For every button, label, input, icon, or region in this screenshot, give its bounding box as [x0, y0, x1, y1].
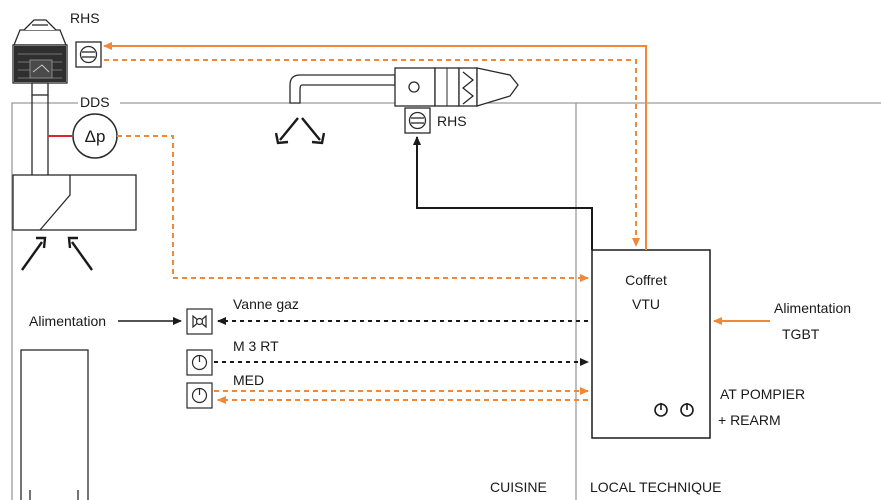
rhs-top-label: RHS — [70, 10, 100, 26]
rhs-fan-black-link — [413, 136, 593, 250]
hood-airflow-arrows — [21, 236, 93, 271]
fan-inlet-arrows — [274, 117, 326, 145]
coffret-label-line1: Coffret — [625, 272, 667, 288]
power-button-icon — [654, 403, 668, 417]
kitchen-hood-icon — [12, 174, 137, 231]
local-technique-label: LOCAL TECHNIQUE — [590, 479, 721, 495]
alimentation-left-label: Alimentation — [29, 313, 106, 329]
delta-p-label: Δp — [85, 127, 106, 146]
rhs-switch-top-icon — [75, 41, 102, 68]
coffret-label-line2: VTU — [632, 296, 660, 312]
m3rt-label: M 3 RT — [233, 338, 279, 354]
rhs-top-orange-link — [103, 42, 647, 250]
cooker-cabinet-icon — [20, 349, 89, 500]
at-pompier-line2: + REARM — [718, 412, 781, 428]
rhs-fan-label: RHS — [437, 113, 467, 129]
gas-valve-icon — [186, 308, 213, 335]
fan-unit-icon — [289, 67, 519, 107]
rhs-switch-fan-icon — [404, 107, 431, 134]
dds-label: DDS — [80, 94, 110, 110]
coffret-vtu-box — [591, 249, 711, 439]
m3rt-button-icon — [186, 349, 213, 376]
power-button-icon — [680, 403, 694, 417]
cuisine-label: CUISINE — [490, 479, 547, 495]
med-button-icon — [186, 382, 213, 409]
coffret-buttons — [654, 403, 694, 417]
vertical-duct — [31, 95, 49, 175]
at-pompier-line1: AT POMPIER — [720, 386, 805, 402]
med-label: MED — [233, 372, 264, 388]
alimentation-right-line1: Alimentation — [774, 300, 851, 316]
vanne-gaz-label: Vanne gaz — [233, 296, 299, 312]
dds-orange-link — [117, 135, 589, 282]
med-orange-link — [214, 387, 589, 404]
roof-fan-icon — [12, 19, 68, 96]
alimentation-right-line2: TGBT — [782, 326, 820, 342]
room-walls — [11, 102, 881, 500]
